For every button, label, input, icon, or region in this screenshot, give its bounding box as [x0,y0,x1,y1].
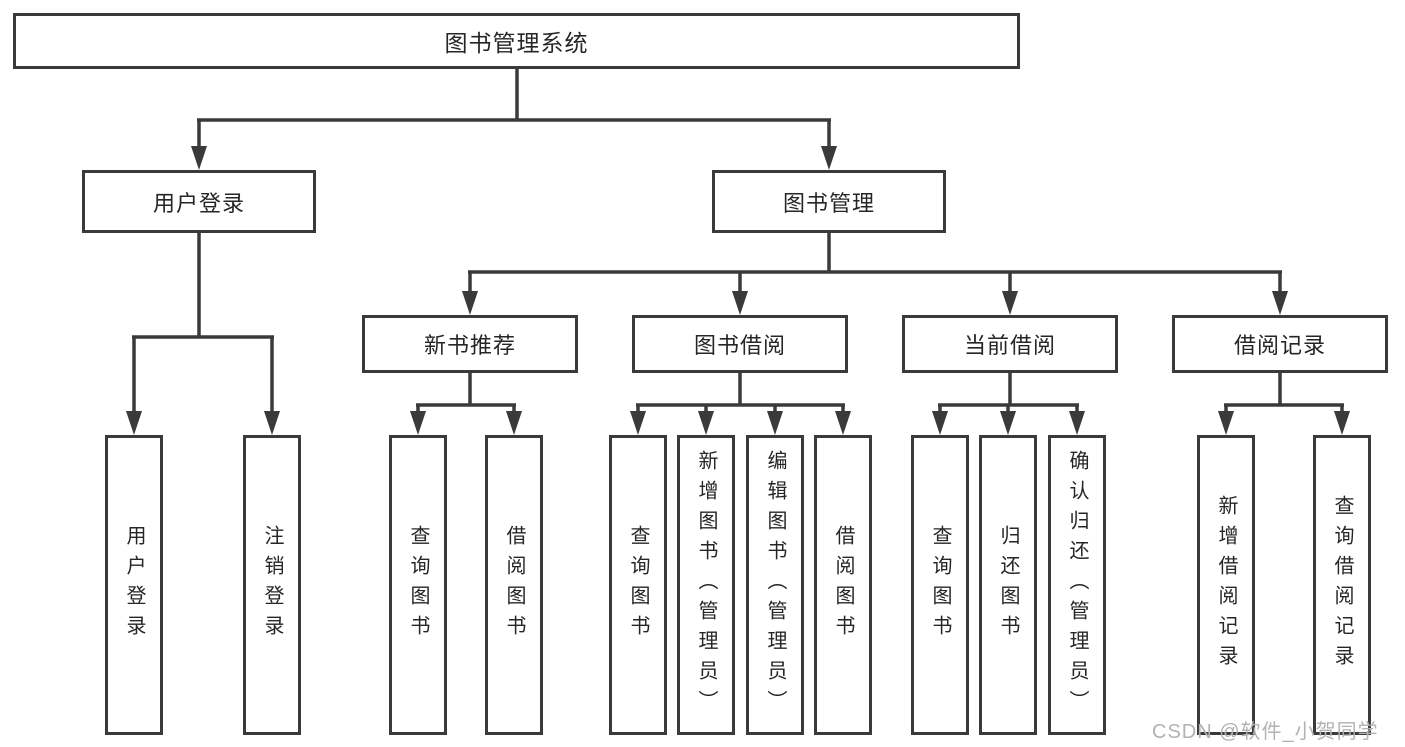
arrow-icon [767,411,783,435]
node-borrowing-records: 借阅记录 [1172,315,1388,373]
leaf-label: 用户登录 [123,525,145,645]
leaf-confirm-return-admin: 确认归还（管理员） [1048,435,1106,735]
arrow-icon [821,146,837,170]
leaf-user-login: 用户登录 [105,435,163,735]
arrow-icon [264,411,280,435]
node-new-book-recommendation: 新书推荐 [362,315,578,373]
leaf-label: 注销登录 [261,525,283,645]
leaf-query-books-current: 查询图书 [911,435,969,735]
leaf-label: 借阅图书 [832,525,854,645]
leaf-label: 查询图书 [407,525,429,645]
arrow-icon [1000,411,1016,435]
arrow-icon [1334,411,1350,435]
arrow-icon [191,146,207,170]
arrow-icon [506,411,522,435]
leaf-query-books-rec: 查询图书 [389,435,447,735]
leaf-label: 归还图书 [997,525,1019,645]
leaf-label: 确认归还（管理员） [1066,450,1088,720]
leaf-return-book: 归还图书 [979,435,1037,735]
leaf-label: 新增借阅记录 [1215,495,1237,675]
leaf-borrow-books-borrow: 借阅图书 [814,435,872,735]
arrow-icon [410,411,426,435]
leaf-query-borrow-record: 查询借阅记录 [1313,435,1371,735]
arrow-icon [835,411,851,435]
leaf-add-borrow-record: 新增借阅记录 [1197,435,1255,735]
leaf-label: 查询借阅记录 [1331,495,1353,675]
leaf-label: 编辑图书（管理员） [764,450,786,720]
leaf-label: 查询图书 [627,525,649,645]
arrow-icon [1069,411,1085,435]
node-book-borrowing: 图书借阅 [632,315,848,373]
arrow-icon [630,411,646,435]
leaf-borrow-books-rec: 借阅图书 [485,435,543,735]
arrow-icon [1272,291,1288,315]
node-current-borrowing: 当前借阅 [902,315,1118,373]
arrow-icon [1218,411,1234,435]
leaf-label: 查询图书 [929,525,951,645]
node-user-login: 用户登录 [82,170,316,233]
arrow-icon [126,411,142,435]
leaf-label: 借阅图书 [503,525,525,645]
leaf-edit-book-admin: 编辑图书（管理员） [746,435,804,735]
arrow-icon [698,411,714,435]
arrow-icon [732,291,748,315]
arrow-icon [462,291,478,315]
leaf-query-books-borrow: 查询图书 [609,435,667,735]
watermark: CSDN @软件_小贺同学 [1152,721,1379,743]
node-library-management-system: 图书管理系统 [13,13,1020,69]
leaf-add-book-admin: 新增图书（管理员） [677,435,735,735]
arrow-icon [1002,291,1018,315]
leaf-label: 新增图书（管理员） [695,450,717,720]
node-book-management: 图书管理 [712,170,946,233]
leaf-logout: 注销登录 [243,435,301,735]
arrowheads [126,146,1350,435]
arrow-icon [932,411,948,435]
